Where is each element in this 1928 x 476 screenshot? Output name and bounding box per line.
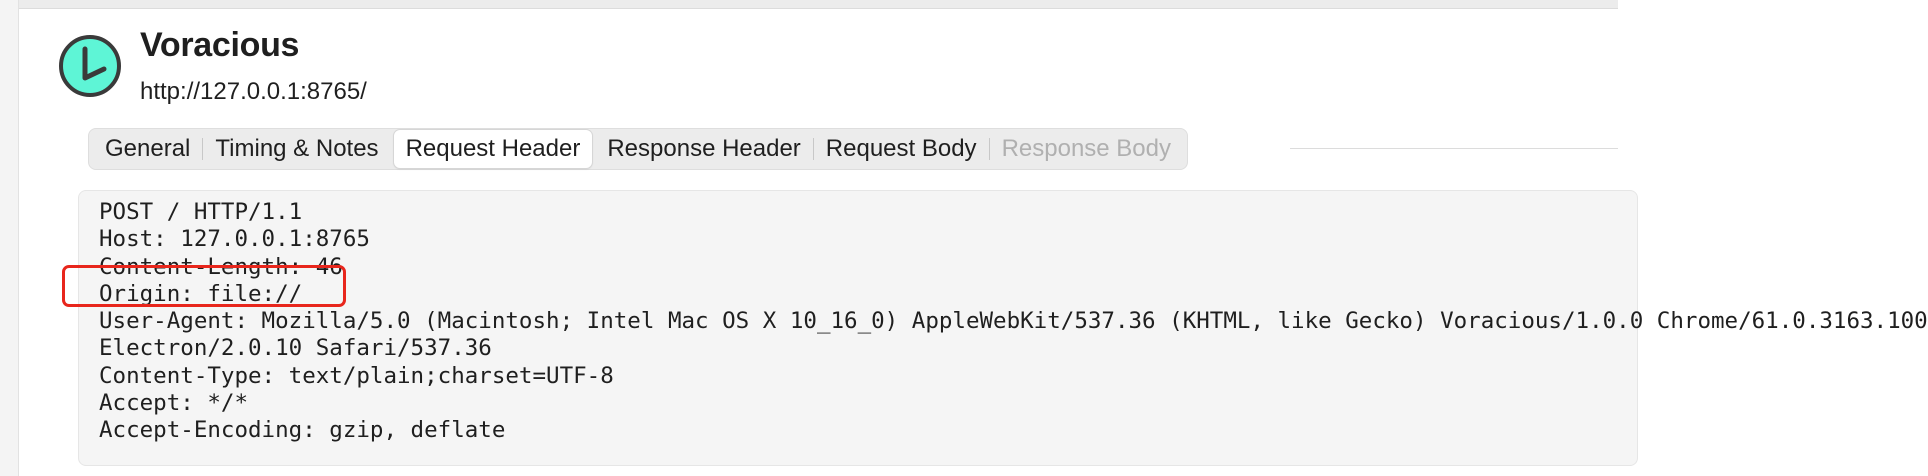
tab-separator	[988, 138, 990, 160]
segmented-tabbar: General Timing & Notes Request Header Re…	[88, 128, 1189, 170]
tab-response-body: Response Body	[1001, 135, 1172, 162]
tab-separator	[812, 138, 814, 160]
request-header-text-panel[interactable]: POST / HTTP/1.1 Host: 127.0.0.1:8765 Con…	[78, 190, 1928, 466]
header-line-request-line: POST / HTTP/1.1	[99, 199, 303, 225]
voracious-logo-icon	[58, 34, 122, 98]
tab-general[interactable]: General	[105, 135, 191, 162]
header-line-user-agent: User-Agent: Mozilla/5.0 (Macintosh; Inte…	[99, 308, 1928, 335]
app-title: Voracious	[140, 26, 300, 64]
header-line-accept: Accept: */*	[99, 390, 249, 417]
header-line-accept-encoding: Accept-Encoding: gzip, deflate	[99, 417, 506, 444]
tab-separator	[202, 138, 204, 160]
header-line-user-agent-cont: Electron/2.0.10 Safari/537.36	[99, 335, 492, 362]
window-top-strip	[0, 0, 1618, 9]
tab-response-header[interactable]: Response Header	[607, 135, 801, 162]
annotation-highlight-box	[62, 265, 346, 307]
request-url: http://127.0.0.1:8765/	[140, 78, 367, 105]
tab-request-header[interactable]: Request Header	[393, 130, 593, 168]
tab-request-body[interactable]: Request Body	[825, 135, 977, 162]
header-line-host: Host: 127.0.0.1:8765	[99, 226, 370, 253]
tab-timing-notes[interactable]: Timing & Notes	[215, 135, 379, 162]
tabbar-divider-line	[1290, 148, 1618, 149]
header-line-origin: Origin: file://	[99, 280, 303, 307]
left-pane-edge	[0, 0, 19, 476]
header-line-content-type: Content-Type: text/plain;charset=UTF-8	[99, 362, 614, 389]
